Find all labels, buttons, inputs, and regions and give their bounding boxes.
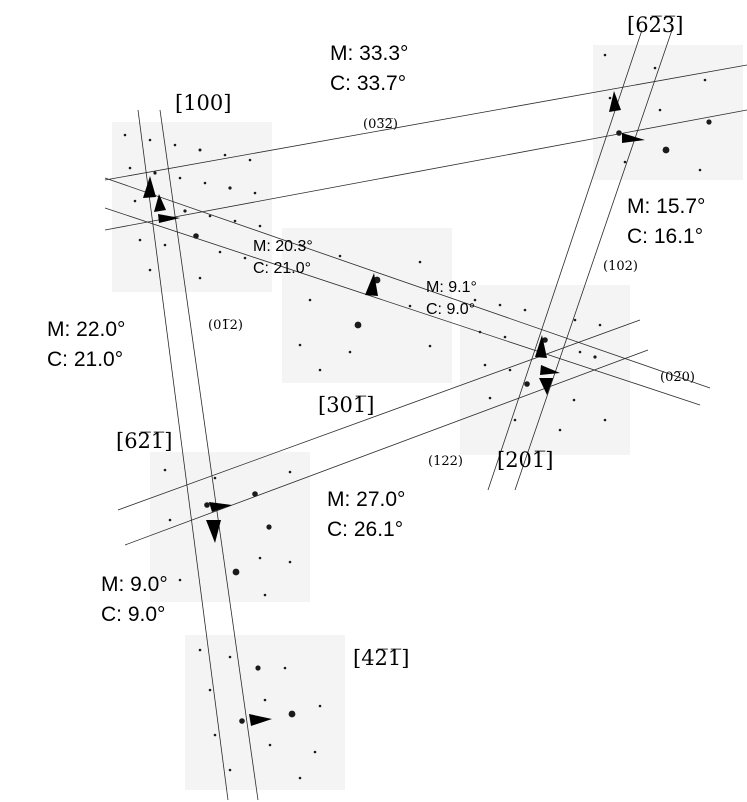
arrow-621-down — [206, 520, 221, 543]
pattern-421 — [185, 635, 345, 790]
angle-2-measured: M: 15.7° — [627, 195, 705, 218]
zone-label-301: [301̅] — [318, 393, 374, 417]
angle-annotations: M: 33.3° C: 33.7° M: 15.7° C: 16.1° M: 2… — [47, 42, 705, 626]
zone-axis-labels: [100] [62̅3̅] [301̅] [201̅] [62̅1̅] [42̅… — [116, 13, 683, 670]
arrow-301-up — [365, 273, 378, 296]
angle-5-measured: M: 22.0° — [47, 318, 125, 341]
trace-020-a — [104, 177, 711, 389]
arrow-623-up — [609, 91, 621, 112]
angle-7-measured: M: 9.0° — [101, 573, 168, 596]
angle-3-calculated: C: 21.0° — [253, 260, 311, 277]
arrow-100-right — [158, 214, 180, 223]
angle-6-calculated: C: 26.1° — [327, 518, 403, 541]
plane-labels: (03̅2̅) (01̅2) (102) (02̅0) (122) — [208, 117, 695, 469]
kikuchi-traces — [104, 29, 747, 801]
angle-1-measured: M: 33.3° — [330, 42, 408, 65]
arrow-201-down — [539, 378, 553, 395]
arrow-421-right — [249, 714, 272, 726]
angle-6-measured: M: 27.0° — [327, 488, 405, 511]
pattern-100 — [112, 122, 272, 292]
angle-2-calculated: C: 16.1° — [627, 225, 703, 248]
arrow-621-right — [209, 502, 232, 512]
trace-020-b — [104, 207, 701, 406]
angle-5-calculated: C: 21.0° — [47, 348, 123, 371]
plane-label-020: (02̅0) — [660, 370, 695, 385]
angle-4-measured: M: 9.1° — [426, 279, 477, 296]
angle-1-calculated: C: 33.7° — [330, 72, 406, 95]
zone-label-623: [62̅3̅] — [627, 13, 683, 37]
arrow-100-mid — [154, 194, 166, 212]
trace-012-b — [159, 109, 259, 801]
trace-102-b — [514, 29, 673, 491]
trace-122-b — [124, 349, 649, 546]
arrow-201-right — [540, 365, 560, 375]
angle-4-calculated: C: 9.0° — [426, 301, 475, 318]
trace-032-b — [104, 109, 747, 231]
arrow-623-right — [622, 133, 645, 143]
plane-label-032: (03̅2̅) — [363, 117, 398, 132]
angle-3-measured: M: 20.3° — [253, 238, 313, 255]
pattern-621 — [150, 452, 310, 602]
zone-label-100: [100] — [175, 91, 231, 115]
trace-012-a — [137, 109, 229, 801]
arrow-markers — [143, 91, 645, 726]
zone-label-621: [62̅1̅] — [116, 429, 172, 453]
trace-122-a — [117, 319, 641, 511]
zone-label-201: [201̅] — [497, 448, 553, 472]
arrow-201-up — [535, 335, 547, 358]
pattern-623 — [593, 45, 743, 180]
plane-label-102: (102) — [603, 259, 638, 274]
arrow-100-up — [143, 176, 156, 198]
zone-label-421: [42̅1̅] — [353, 646, 409, 670]
angle-7-calculated: C: 9.0° — [101, 603, 165, 626]
plane-label-122: (122) — [428, 454, 463, 469]
plane-label-012: (01̅2) — [208, 318, 243, 333]
trace-032-a — [104, 64, 747, 181]
pattern-301 — [282, 228, 452, 383]
